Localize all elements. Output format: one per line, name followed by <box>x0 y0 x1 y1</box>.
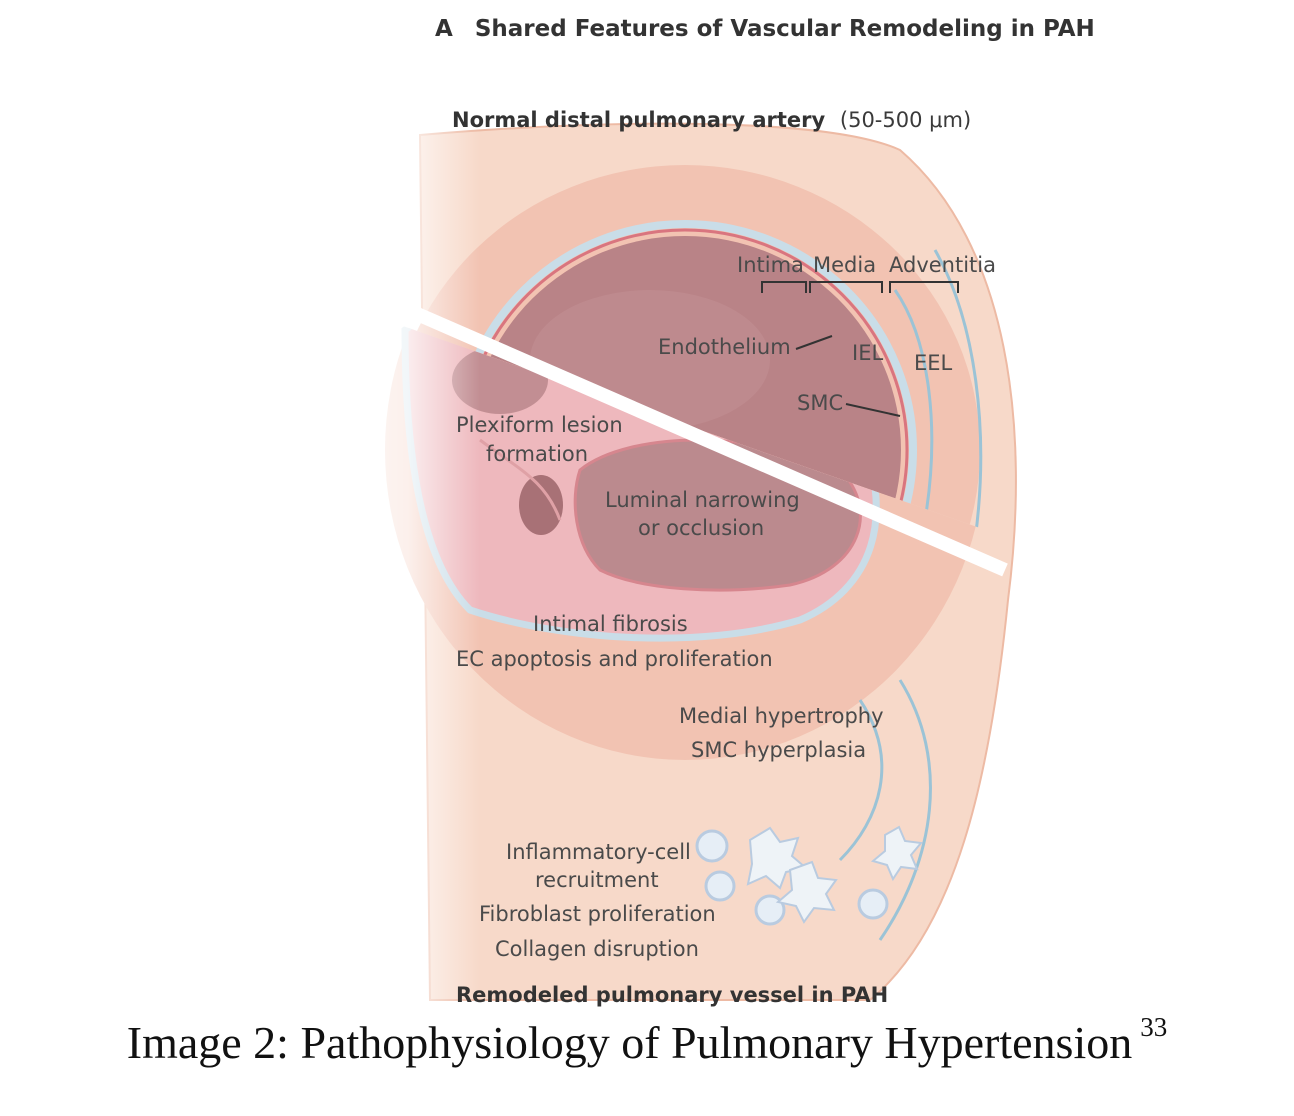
smc-leader-line <box>845 403 901 417</box>
left-fade-overlay <box>300 60 480 1010</box>
layer-brackets <box>761 281 959 293</box>
media-label: Media <box>813 253 876 277</box>
eel-label: EEL <box>914 351 953 375</box>
smc-label: SMC <box>797 391 843 415</box>
fibroblast-cells <box>746 825 923 924</box>
plexiform-lesion-label: Plexiform lesion <box>456 413 623 437</box>
intimal-fibrosis-label: Intimal fibrosis <box>533 612 688 636</box>
caption-reference: 33 <box>1140 1012 1168 1042</box>
svg-text:Normal distal pulmonary artery: Normal distal pulmonary artery (50-500 μ… <box>452 108 971 132</box>
fibroblast-proliferation-label: Fibroblast proliferation <box>479 902 716 926</box>
normal-section-size-range: (50-500 μm) <box>840 108 971 132</box>
remodeled-section-heading: Remodeled pulmonary vessel in PAH <box>456 983 888 1007</box>
luminal-occlusion-label: or occlusion <box>638 516 764 540</box>
inflammatory-cell-label: Inflammatory-cell <box>506 840 691 864</box>
luminal-narrowing-label: Luminal narrowing <box>605 488 800 512</box>
intima-label: Intima <box>737 253 804 277</box>
endothelium-leader-line <box>795 335 833 350</box>
inflammatory-cells <box>695 829 889 926</box>
plexiform-formation-label: formation <box>486 442 588 466</box>
adventitia-label: Adventitia <box>889 253 996 277</box>
normal-section-heading: Normal distal pulmonary artery <box>452 108 826 132</box>
collagen-disruption-label: Collagen disruption <box>495 937 699 961</box>
section-divider-line <box>412 306 1008 577</box>
svg-text:A Shared Features of Vascu: A Shared Features of Vascular Remodeling… <box>435 16 1095 42</box>
iel-label: IEL <box>852 341 883 365</box>
figure-caption: Image 2: Pathophysiology of Pulmonary Hy… <box>0 1012 1294 1069</box>
panel-letter: A <box>435 16 453 42</box>
smc-hyperplasia-label: SMC hyperplasia <box>691 738 866 762</box>
medial-hypertrophy-label: Medial hypertrophy <box>679 704 884 728</box>
ec-apoptosis-label: EC apoptosis and proliferation <box>456 647 773 671</box>
caption-text: Image 2: Pathophysiology of Pulmonary Hy… <box>126 1017 1133 1068</box>
recruitment-label: recruitment <box>535 868 659 892</box>
panel-title: Shared Features of Vascular Remodeling i… <box>475 16 1095 42</box>
endothelium-label: Endothelium <box>658 335 791 359</box>
